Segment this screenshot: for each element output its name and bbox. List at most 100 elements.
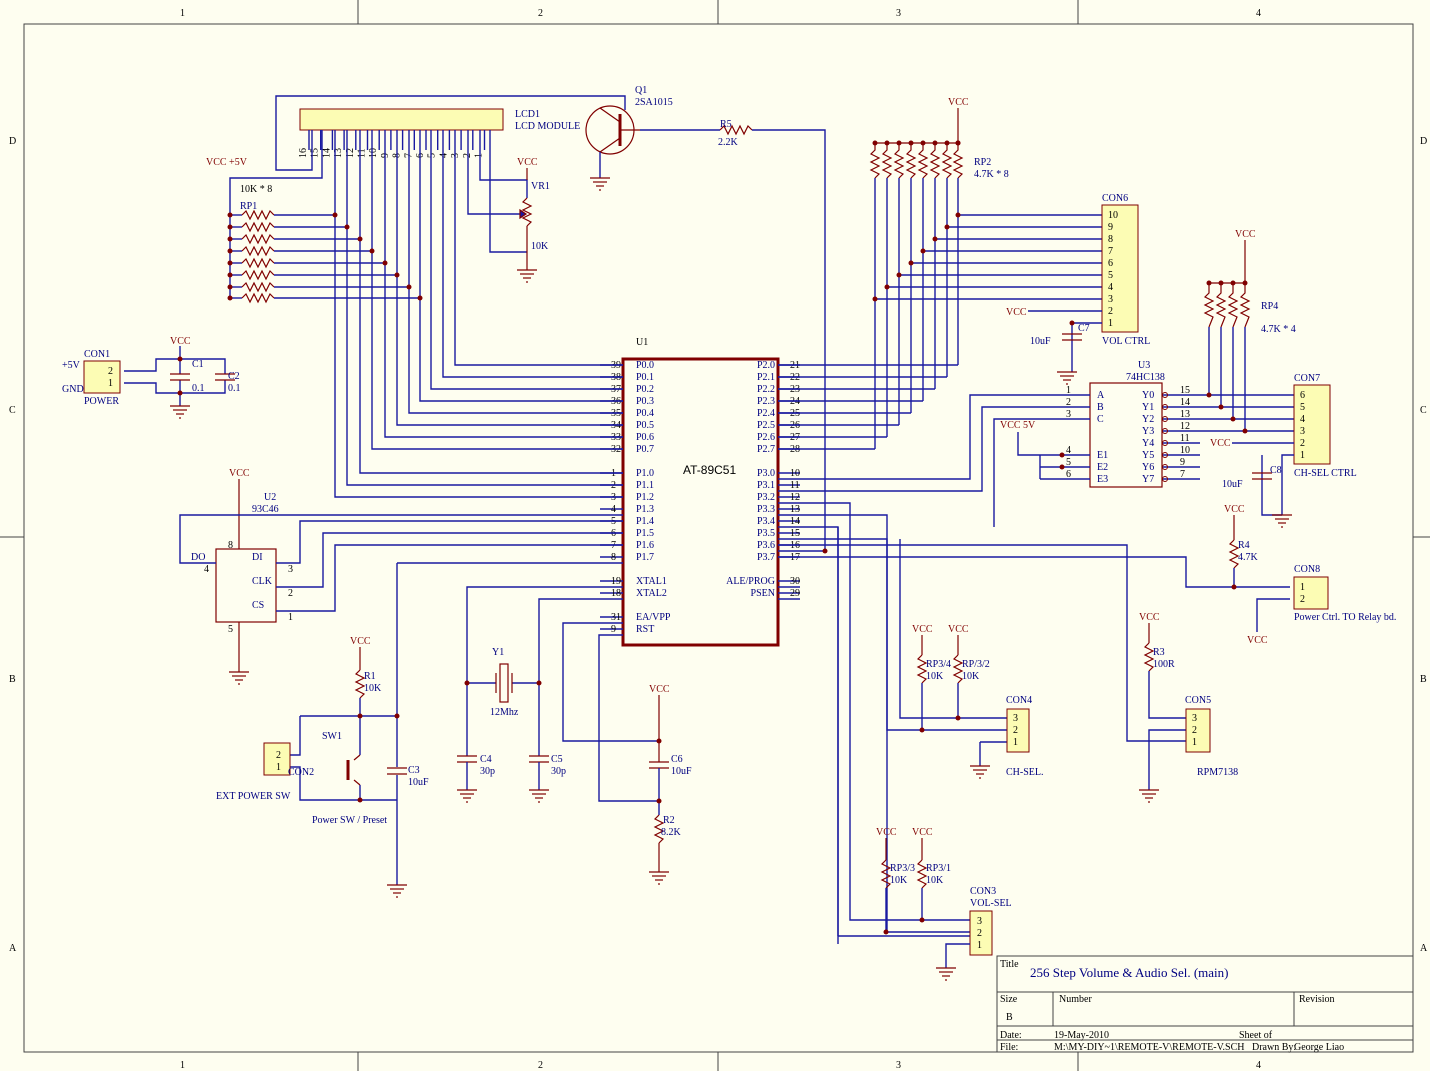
y1-ref: Y1 [492, 647, 504, 658]
svg-text:1: 1 [276, 762, 281, 773]
con3-area: VCC VCC RP3/3 10K RP3/1 10K CON3 VOL-SEL… [876, 827, 1012, 968]
con4-area: VCC VCC RP3/4 10K RP/3/2 10K CON4 CH-SEL… [899, 539, 1044, 778]
con7-pin-num: 4 [1300, 414, 1305, 425]
sheet-date: 19-May-2010 [1054, 1030, 1109, 1041]
svg-text:3: 3 [1192, 713, 1197, 724]
con6-pin-num: 7 [1108, 246, 1113, 257]
svg-text:VCC: VCC [517, 157, 538, 168]
q1-ref: Q1 [635, 85, 647, 96]
vr1-value: 10K [531, 241, 549, 252]
u1-pin-name: P3.6 [757, 540, 775, 551]
sheet-file: M:\MY-DIY~1\REMOTE-V\REMOTE-V.SCH [1054, 1042, 1245, 1053]
svg-text:1: 1 [1013, 737, 1018, 748]
svg-text:2: 2 [276, 750, 281, 761]
con1-name: POWER [84, 396, 119, 407]
svg-text:1: 1 [108, 378, 113, 389]
svg-text:3: 3 [288, 564, 293, 575]
con6-pin-num: 5 [1108, 270, 1113, 281]
svg-text:1: 1 [288, 612, 293, 623]
svg-text:VCC: VCC [1247, 635, 1268, 646]
svg-text:VCC: VCC [1006, 307, 1027, 318]
col-label: 2 [538, 1060, 543, 1071]
svg-text:CS: CS [252, 600, 264, 611]
u3-pin-name: Y3 [1142, 426, 1154, 437]
crystal-area: Y1 12Mhz C4 30p C5 30p [457, 586, 623, 790]
lcd-pin-num: 15 [310, 148, 321, 158]
svg-text:Number: Number [1059, 994, 1092, 1005]
vr1-ref: VR1 [531, 181, 550, 192]
u3-pin-num: 4 [1066, 445, 1071, 456]
con2-ref: CON2 [288, 767, 314, 778]
svg-text:4: 4 [204, 564, 209, 575]
u1-pin-name: P2.5 [757, 420, 775, 431]
u1-pin-name: RST [636, 624, 654, 635]
u1-pin-num: 10 [790, 468, 800, 479]
u3-pin-name: E1 [1097, 450, 1108, 461]
u1-pin-name: P2.0 [757, 360, 775, 371]
u3-pin-num: 13 [1180, 409, 1190, 420]
svg-text:VCC: VCC [1235, 229, 1256, 240]
svg-text:VCC 5V: VCC 5V [1000, 420, 1036, 431]
u1-pin-name: P0.5 [636, 420, 654, 431]
u1-pin-name: P1.6 [636, 540, 654, 551]
con7-ref: CON7 [1294, 373, 1320, 384]
u3-pin-name: Y7 [1142, 474, 1154, 485]
u3-pin-name: Y6 [1142, 462, 1154, 473]
u3-pin-num: 7 [1180, 469, 1185, 480]
u2-ref: U2 [264, 492, 276, 503]
svg-text:Title: Title [1000, 959, 1019, 970]
rp3-3-value: 10K [890, 875, 908, 886]
u1-pin-num: 14 [790, 516, 800, 527]
svg-text:VCC: VCC [229, 468, 250, 479]
u1-pin-num: 13 [790, 504, 800, 515]
u3-pin-num: 6 [1066, 469, 1071, 480]
drawn-by: George Liao [1294, 1042, 1344, 1053]
con6-ref: CON6 [1102, 193, 1128, 204]
con6-pin-num: 2 [1108, 306, 1113, 317]
u3-pin-name: E3 [1097, 474, 1108, 485]
port3-wires [778, 394, 1290, 944]
svg-text:8: 8 [228, 540, 233, 551]
svg-text:1: 1 [977, 940, 982, 951]
c4-ref: C4 [480, 754, 492, 765]
u1-pin-num: 8 [611, 552, 616, 563]
svg-text:5: 5 [228, 624, 233, 635]
row-label: A [9, 943, 17, 954]
svg-text:VCC +5V: VCC +5V [206, 157, 248, 168]
junction-dots [177, 140, 1237, 935]
vr1-pot: VCC VR1 10K [517, 157, 550, 270]
u3-pin-num: 14 [1180, 397, 1190, 408]
svg-text:2: 2 [288, 588, 293, 599]
u3-pin-name: Y4 [1142, 438, 1154, 449]
c5-value: 30p [551, 766, 566, 777]
svg-text:3: 3 [977, 916, 982, 927]
c1-value: 0.1 [192, 383, 205, 394]
u3-pin-num: 10 [1180, 445, 1190, 456]
u3-pin-num: 3 [1066, 409, 1071, 420]
c8-ref: C8 [1270, 465, 1282, 476]
r3-value: 100R [1153, 659, 1175, 670]
col-label: 1 [180, 8, 185, 19]
u1-pin-name: P3.3 [757, 504, 775, 515]
con7-name: CH-SEL CTRL [1294, 468, 1357, 479]
r4-ref: R4 [1238, 540, 1250, 551]
svg-text:2: 2 [1300, 594, 1305, 605]
lcd-pin-num: 10 [368, 148, 379, 158]
con6-pin-num: 6 [1108, 258, 1113, 269]
con7-pin-num: 5 [1300, 402, 1305, 413]
svg-text:Drawn By:: Drawn By: [1252, 1042, 1296, 1053]
svg-text:DO: DO [191, 552, 205, 563]
r1-value: 10K [364, 683, 382, 694]
r2-value: 8.2K [661, 827, 682, 838]
u1-pin-num: 11 [790, 480, 800, 491]
u3-pin-num: 11 [1180, 433, 1190, 444]
r5-value: 2.2K [718, 137, 739, 148]
u1-pin-name: P3.7 [757, 552, 775, 563]
svg-text:Sheet of: Sheet of [1239, 1030, 1273, 1041]
lcd-pin-num: 14 [321, 148, 332, 158]
svg-text:VCC: VCC [948, 97, 969, 108]
svg-text:VCC: VCC [350, 636, 371, 647]
svg-text:VCC: VCC [1210, 438, 1231, 449]
u3-pin-num: 5 [1066, 457, 1071, 468]
svg-text:VCC: VCC [912, 827, 933, 838]
